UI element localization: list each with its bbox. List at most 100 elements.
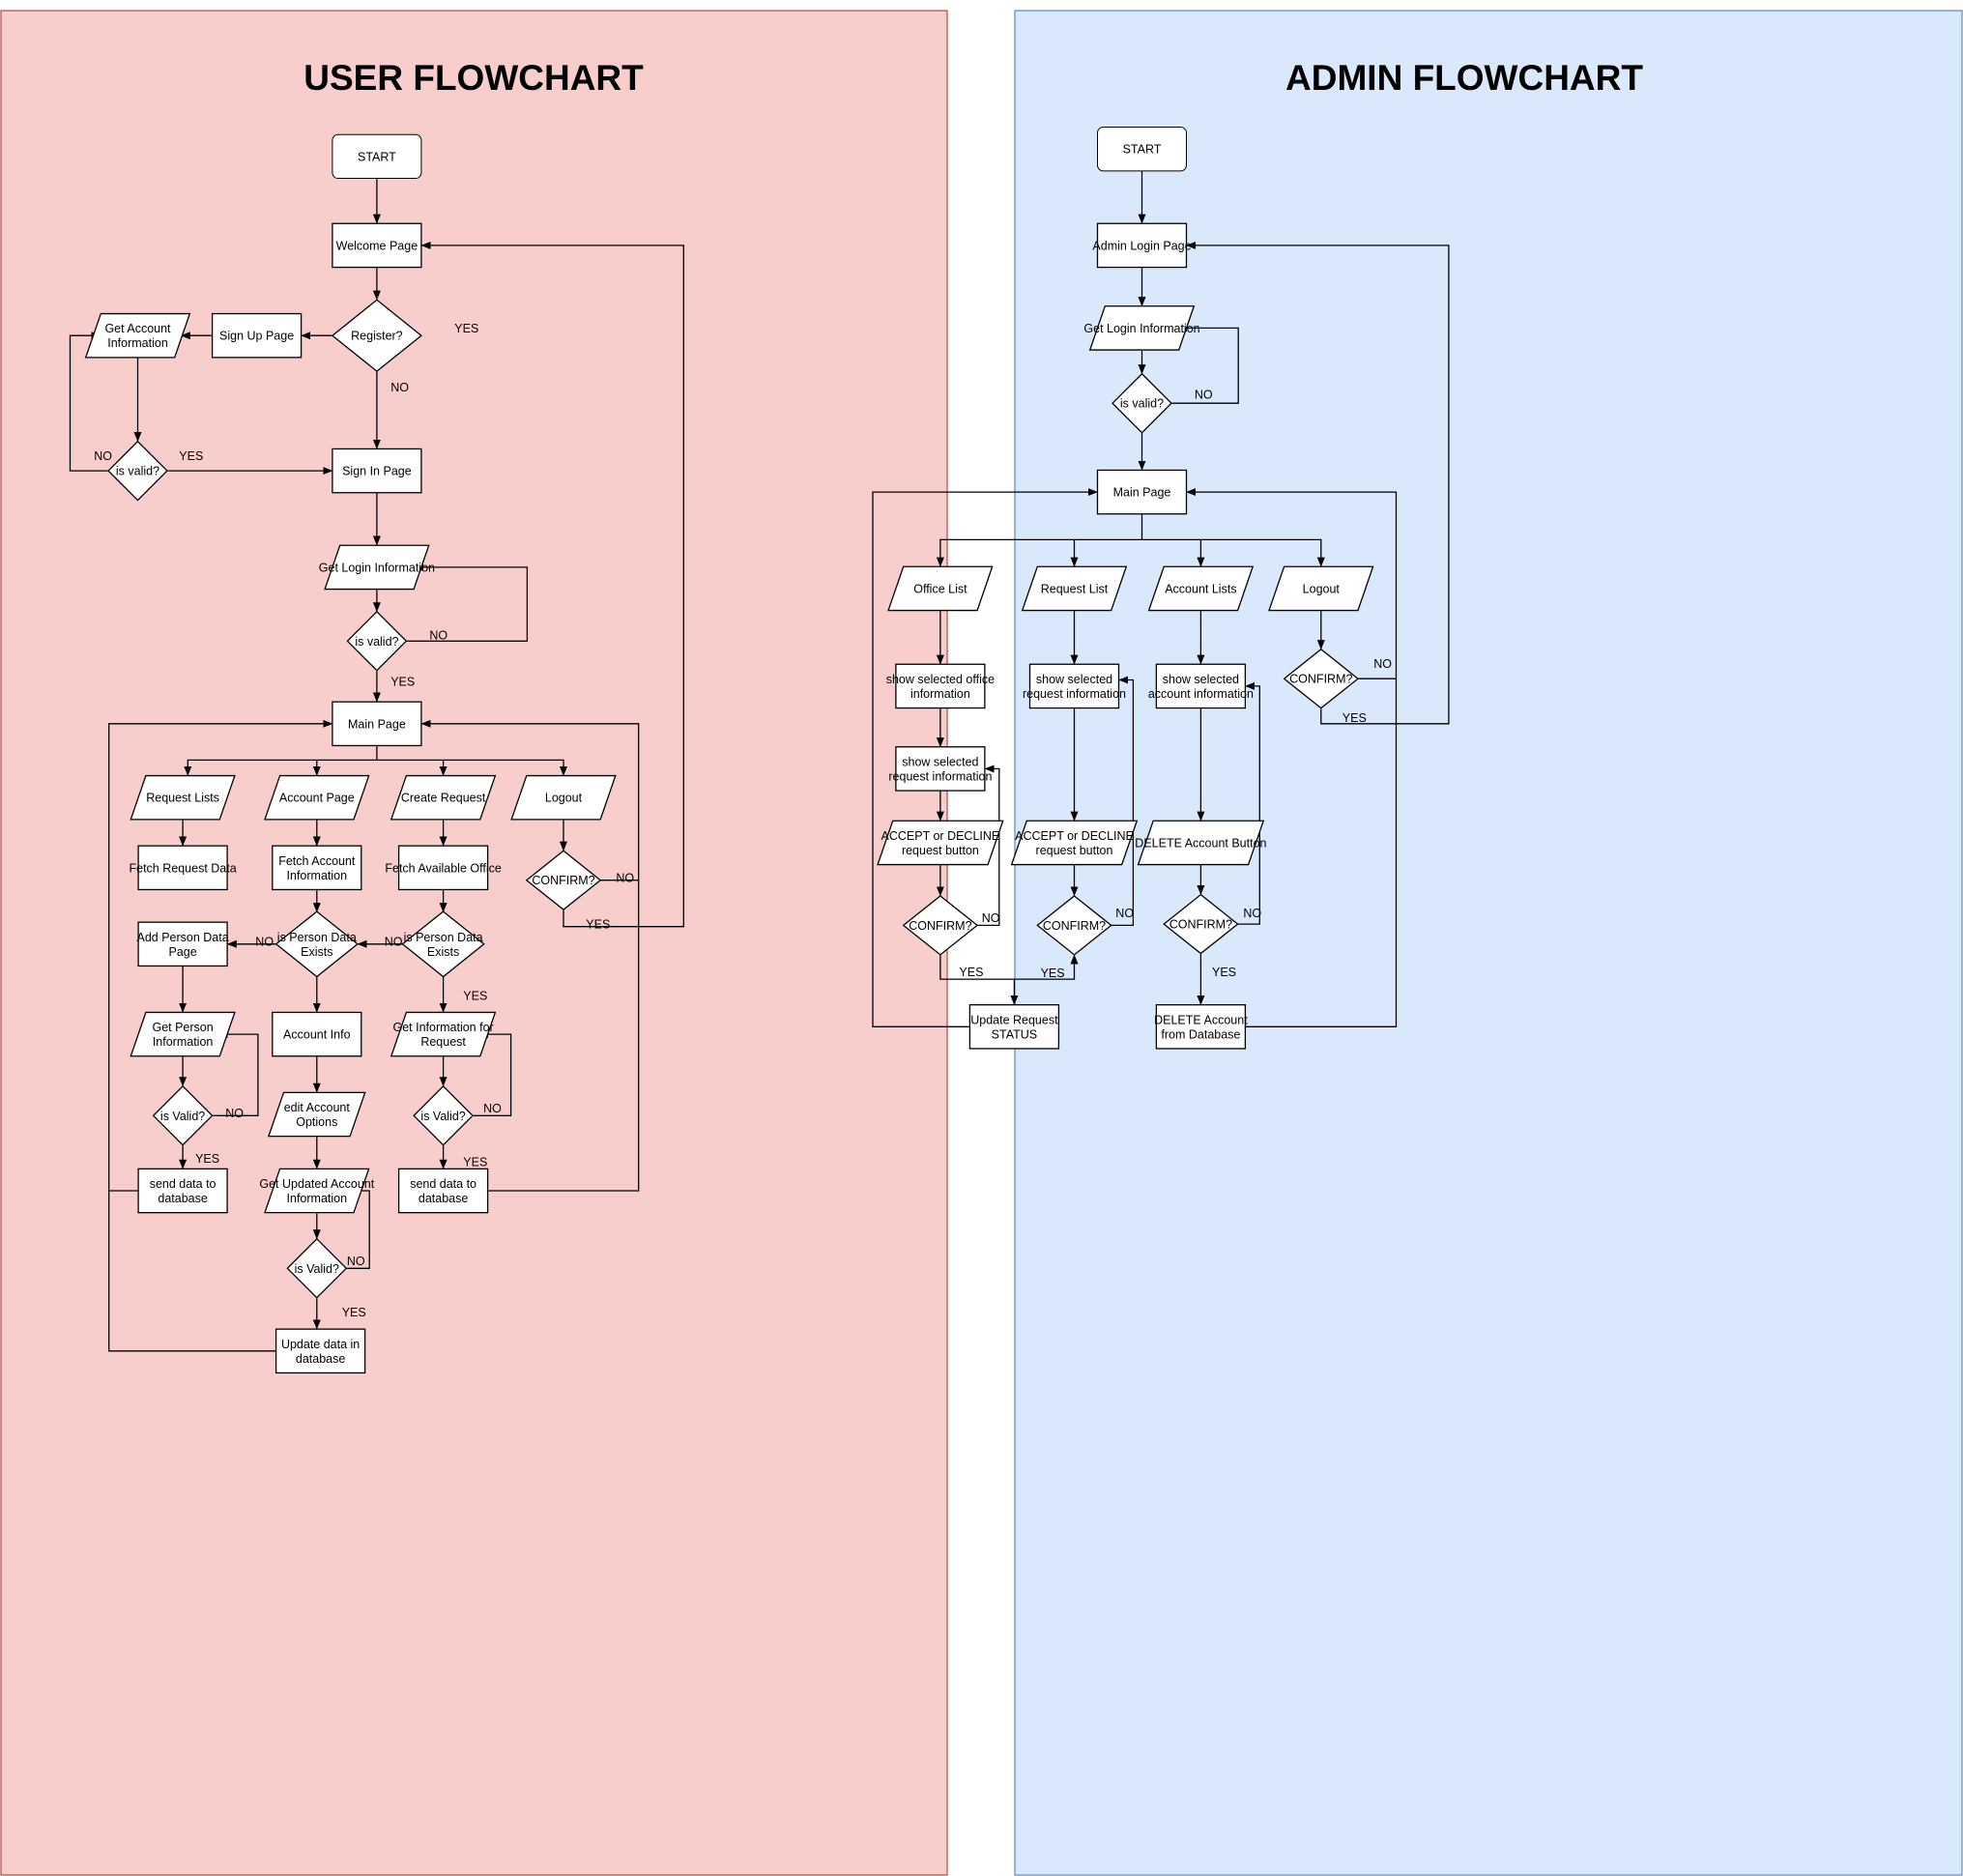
user-fetch-req-process: Fetch Request Data	[130, 845, 237, 891]
user-valid1-decision-label: is valid?	[116, 465, 159, 478]
admin-label-logout-yes: YES	[1342, 711, 1367, 725]
admin-accept2-io-shape	[1010, 820, 1139, 866]
admin-confirm3-decision-shape	[1163, 893, 1239, 955]
user-valid2-decision-label: is valid?	[355, 635, 398, 649]
admin-flowchart-title: ADMIN FLOWCHART	[1285, 58, 1643, 98]
admin-valid-decision-label: is valid?	[1120, 397, 1164, 411]
user-label-exists2-no: NO	[385, 936, 403, 949]
user-flowchart-title: USER FLOWCHART	[303, 58, 644, 98]
user-person-exists2-decision-shape	[401, 910, 485, 978]
user-fetch-acc-process-shape	[272, 845, 362, 891]
user-create-req-io: Create Request	[390, 774, 497, 821]
admin-office-list-io-shape	[887, 565, 994, 612]
admin-login-process-label: Admin Login Page	[1092, 239, 1191, 252]
user-start-terminal-label: START	[358, 150, 396, 163]
user-valid4-decision: is Valid?	[413, 1084, 474, 1146]
admin-connector-9	[1141, 538, 1325, 567]
user-valid1-decision-shape	[107, 440, 168, 502]
user-register-decision: Register?	[331, 299, 422, 372]
user-welcome-process-label: Welcome Page	[336, 239, 419, 252]
user-acc-page-io-label: Account Page	[279, 792, 355, 805]
admin-confirm-logout-decision-label: CONFIRM?	[1289, 673, 1352, 686]
admin-confirm-logout-decision: CONFIRM?	[1283, 648, 1360, 709]
user-label-valid5-yes: YES	[342, 1306, 366, 1319]
user-register-decision-label: Register?	[351, 330, 403, 343]
user-label-valid5-no: NO	[347, 1255, 365, 1268]
user-label-valid1-no: NO	[94, 449, 112, 463]
user-connector-28	[213, 1030, 259, 1116]
user-valid4-decision-label: is Valid?	[420, 1110, 465, 1123]
admin-confirm2-decision-label: CONFIRM?	[1043, 919, 1106, 933]
admin-label-confirm2-no: NO	[1115, 907, 1134, 920]
admin-show-req1-process-shape	[895, 746, 986, 792]
user-valid4-decision-shape	[413, 1084, 474, 1146]
admin-delete-btn-io-shape	[1137, 820, 1265, 866]
admin-start-terminal-label: START	[1123, 143, 1162, 157]
user-signup-process-shape	[211, 312, 303, 359]
user-create-req-io-shape	[390, 774, 497, 821]
admin-accept1-io-shape	[877, 820, 1004, 866]
user-valid5-decision-shape	[286, 1237, 348, 1299]
admin-label-confirm3-yes: YES	[1212, 966, 1236, 979]
admin-show-account-process-shape	[1155, 663, 1247, 709]
admin-label-logout-no: NO	[1373, 657, 1392, 671]
admin-start-terminal-shape	[1097, 127, 1187, 172]
admin-label-confirm1-no: NO	[982, 911, 1000, 925]
user-confirm-decision: CONFIRM?	[525, 850, 602, 910]
admin-confirm1-decision: CONFIRM?	[902, 895, 979, 956]
admin-connector-6	[936, 514, 1143, 567]
admin-connector-21	[976, 765, 1000, 927]
user-fetch-office-process: Fetch Available Office	[385, 845, 502, 891]
user-confirm-decision-label: CONFIRM?	[532, 874, 594, 887]
user-valid5-decision-label: is Valid?	[295, 1262, 339, 1276]
admin-logout-io-shape	[1268, 565, 1374, 612]
user-fetch-req-process-label: Fetch Request Data	[130, 861, 237, 875]
user-req-lists-io-shape	[130, 774, 236, 821]
user-update-db-process-shape	[274, 1328, 366, 1374]
user-get-login-io-label: Get Login Information	[319, 561, 435, 574]
admin-confirm2-decision: CONFIRM?	[1036, 895, 1112, 956]
user-signup-process: Sign Up Page	[211, 312, 303, 359]
admin-label-confirm2-yes: YES	[1041, 967, 1065, 980]
admin-flowchart-panel	[1014, 10, 1963, 1876]
user-logout-io-shape	[510, 774, 617, 821]
admin-start-terminal: START	[1097, 127, 1187, 172]
admin-connector-27	[872, 488, 1098, 1027]
user-fetch-office-process-label: Fetch Available Office	[385, 861, 501, 875]
user-send1-process-shape	[137, 1168, 228, 1214]
user-acc-info-process-label: Account Info	[283, 1028, 351, 1042]
admin-office-list-io-label: Office List	[913, 582, 967, 595]
user-signup-process-label: Sign Up Page	[219, 330, 294, 343]
user-label-valid4-no: NO	[483, 1102, 502, 1115]
admin-request-list-io-label: Request List	[1041, 582, 1109, 595]
admin-login-process: Admin Login Page	[1092, 222, 1192, 269]
user-valid1-decision: is valid?	[107, 440, 168, 502]
user-label-valid4-yes: YES	[463, 1156, 487, 1169]
admin-request-list-io-shape	[1021, 565, 1128, 612]
user-signin-process-shape	[332, 447, 422, 494]
user-label-valid3-no: NO	[225, 1107, 244, 1120]
